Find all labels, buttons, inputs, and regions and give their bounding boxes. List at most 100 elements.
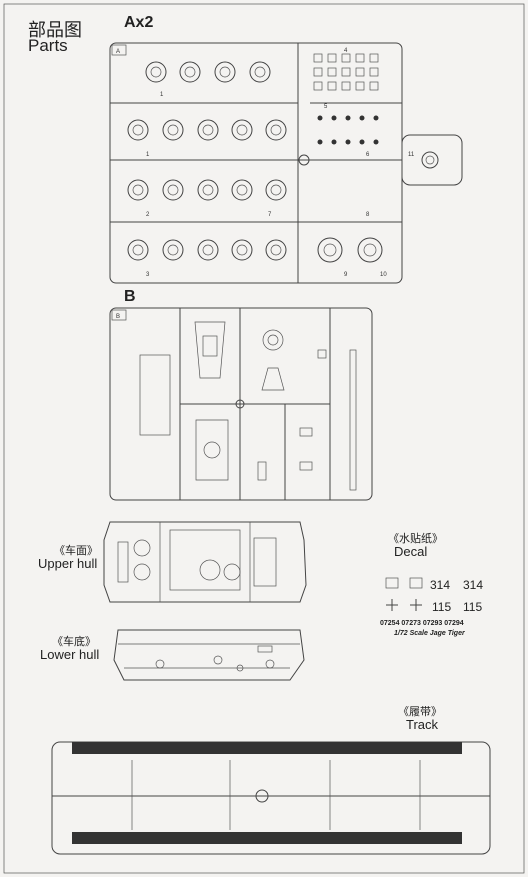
road-wheel-icon (421, 151, 439, 169)
small-stud-part (345, 115, 351, 121)
track-link-strip (72, 832, 462, 844)
track-link-part (369, 53, 379, 63)
part-number: 4 (344, 48, 348, 54)
road-wheel-part (231, 119, 253, 141)
fan-cover (199, 559, 221, 581)
decal-number: 314 (463, 578, 484, 592)
upper-hull-drawing (103, 521, 307, 603)
sprocket-part (357, 237, 383, 263)
small-stud-part (359, 139, 365, 145)
wheel-hub (132, 184, 144, 196)
wheel-hub (167, 184, 179, 196)
track-link-part (369, 67, 379, 77)
part-number: 8 (366, 212, 370, 218)
road-wheel-part (265, 239, 287, 261)
part-number: 1 (160, 92, 164, 98)
part-number: 7 (268, 212, 272, 218)
wheel-hub (270, 184, 282, 196)
mount-part (261, 367, 285, 391)
small-stud-part (345, 139, 351, 145)
sprue-b-frame (109, 307, 373, 501)
road-wheel-part (162, 239, 184, 261)
wheel-hub (202, 184, 214, 196)
track-label-cn: 《履带》 (398, 705, 442, 718)
decal-number: 115 (463, 600, 483, 614)
road-wheel-part (162, 179, 184, 201)
wheel-hub (132, 244, 144, 256)
wheel-hub (236, 244, 248, 256)
lower-hull-label-en: Lower hull (40, 647, 100, 662)
sprue-b-label: B (124, 288, 136, 305)
engine-deck (169, 529, 241, 591)
decal-number: 115 (432, 600, 452, 614)
hull-plate-part (195, 419, 229, 481)
wheel-hub (202, 124, 214, 136)
sprue-gate (235, 399, 245, 409)
wheel-hub (219, 66, 231, 78)
track-link-part (341, 81, 351, 91)
small-stud-part (373, 115, 379, 121)
sprue-tag (111, 44, 127, 56)
road-wheel-part (197, 179, 219, 201)
sprue-tag-text: A (116, 49, 120, 55)
wheel-hub (167, 244, 179, 256)
decal-label-cn: 《水贴纸》 (388, 532, 443, 545)
road-wheel-part (127, 239, 149, 261)
detail-part (139, 354, 171, 436)
sprue-gate (255, 789, 269, 803)
fan-cover (223, 563, 241, 581)
sprue-a-label: Ax2 (124, 14, 154, 31)
track-link-part (313, 81, 323, 91)
road-wheel-part (265, 119, 287, 141)
sprue-b: B (109, 307, 373, 501)
wheel-hub (236, 124, 248, 136)
wheel-hub (270, 124, 282, 136)
road-wheel-part (249, 61, 271, 83)
track-link-part (313, 53, 323, 63)
wheel-hub (184, 66, 196, 78)
wheel-hub (254, 66, 266, 78)
track-link-part (369, 81, 379, 91)
balkenkreuz-decal (409, 577, 423, 589)
road-wheel-part (231, 179, 253, 201)
balkenkreuz-decal (385, 577, 399, 589)
part-number: 11 (408, 152, 415, 158)
sprocket-hub (363, 243, 377, 257)
track-link-strip (72, 742, 462, 754)
track-link-part (355, 67, 365, 77)
wheel-hub (202, 244, 214, 256)
wheel-hub (150, 66, 162, 78)
sprocket-part (317, 237, 343, 263)
decal-label-en: Decal (394, 544, 428, 559)
track-sprue (51, 741, 491, 855)
parts-title-cn: 部品图 (28, 20, 82, 41)
part-number: 2 (146, 212, 150, 218)
road-wheel-part (127, 179, 149, 201)
upper-hull-label-cn: 《车面》 (54, 544, 98, 557)
gun-barrel-part (349, 349, 357, 491)
wheel-hub (236, 184, 248, 196)
decal-number: 314 (430, 578, 451, 592)
road-wheel-part (197, 119, 219, 141)
wheel-hub (167, 124, 179, 136)
track-link-part (355, 81, 365, 91)
track-link-part (327, 67, 337, 77)
track-link-part (355, 53, 365, 63)
sprue-tag-text: B (116, 314, 120, 320)
track-link-part (313, 67, 323, 77)
sprue-a-tab (401, 134, 463, 186)
wheel-hub (132, 124, 144, 136)
small-stud-part (359, 115, 365, 121)
sprue-tag (111, 309, 127, 321)
road-wheel-part (197, 239, 219, 261)
upper-hull-label-en: Upper hull (38, 556, 98, 571)
sprocket-hub (323, 243, 337, 257)
parts-title-en: Parts (28, 36, 68, 55)
small-stud-part (331, 115, 337, 121)
road-wheel-part (214, 61, 236, 83)
part-number: 10 (380, 272, 387, 278)
track-label-en: Track (406, 717, 439, 732)
track-link-part (327, 81, 337, 91)
